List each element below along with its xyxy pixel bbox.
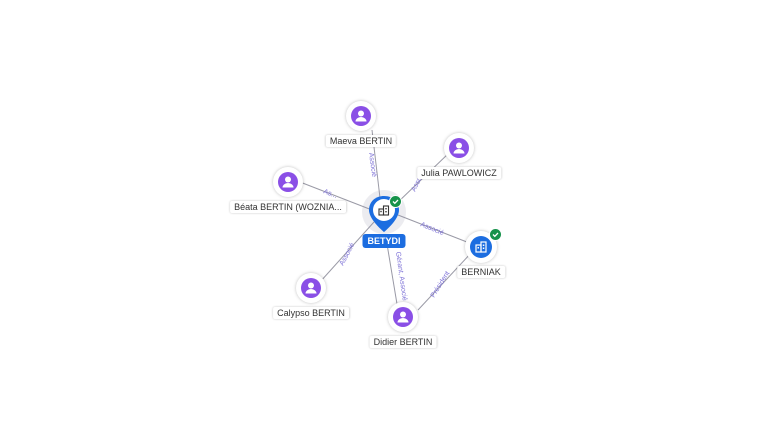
node-label[interactable]: Maeva BERTIN <box>325 135 397 147</box>
person-icon <box>282 176 294 188</box>
verified-check-icon <box>389 195 402 208</box>
edge-didier-berniak <box>417 251 473 311</box>
person-icon <box>453 142 465 154</box>
edge-label-maeva: Associé <box>367 152 377 177</box>
edge-label-berniak: Associé <box>419 221 444 237</box>
building-icon <box>475 241 487 253</box>
node-circle[interactable] <box>273 167 303 197</box>
node-circle[interactable] <box>296 273 326 303</box>
node-label[interactable]: Julia PAWLOWICZ <box>417 167 501 179</box>
node-label[interactable]: BERNIAK <box>457 266 505 278</box>
person-icon <box>397 311 409 323</box>
person-icon <box>355 110 367 122</box>
edge-calypso-betydi <box>319 221 375 283</box>
verified-check-icon <box>489 228 502 241</box>
main-company-label[interactable]: BETYDI <box>362 234 406 248</box>
node-circle[interactable] <box>444 133 474 163</box>
node-circle[interactable] <box>346 101 376 131</box>
node-circle[interactable] <box>388 302 418 332</box>
edge-label-calypso: Associé <box>339 242 357 267</box>
person-icon <box>305 282 317 294</box>
edge-didier-betydi <box>385 237 399 311</box>
edge-beata-betydi <box>299 181 373 211</box>
node-label[interactable]: Didier BERTIN <box>369 336 437 348</box>
node-label[interactable]: Béata BERTIN (WOZNIA... <box>230 201 346 213</box>
edge-berniak-betydi <box>397 214 473 245</box>
node-circle[interactable] <box>465 228 502 263</box>
edge-label-beata: As... <box>322 188 338 200</box>
edge-label-didier-berniak: Président <box>430 270 452 299</box>
edge-label-didier-betydi: Gérant, Associé <box>394 251 408 301</box>
node-label[interactable]: Calypso BERTIN <box>273 307 349 319</box>
